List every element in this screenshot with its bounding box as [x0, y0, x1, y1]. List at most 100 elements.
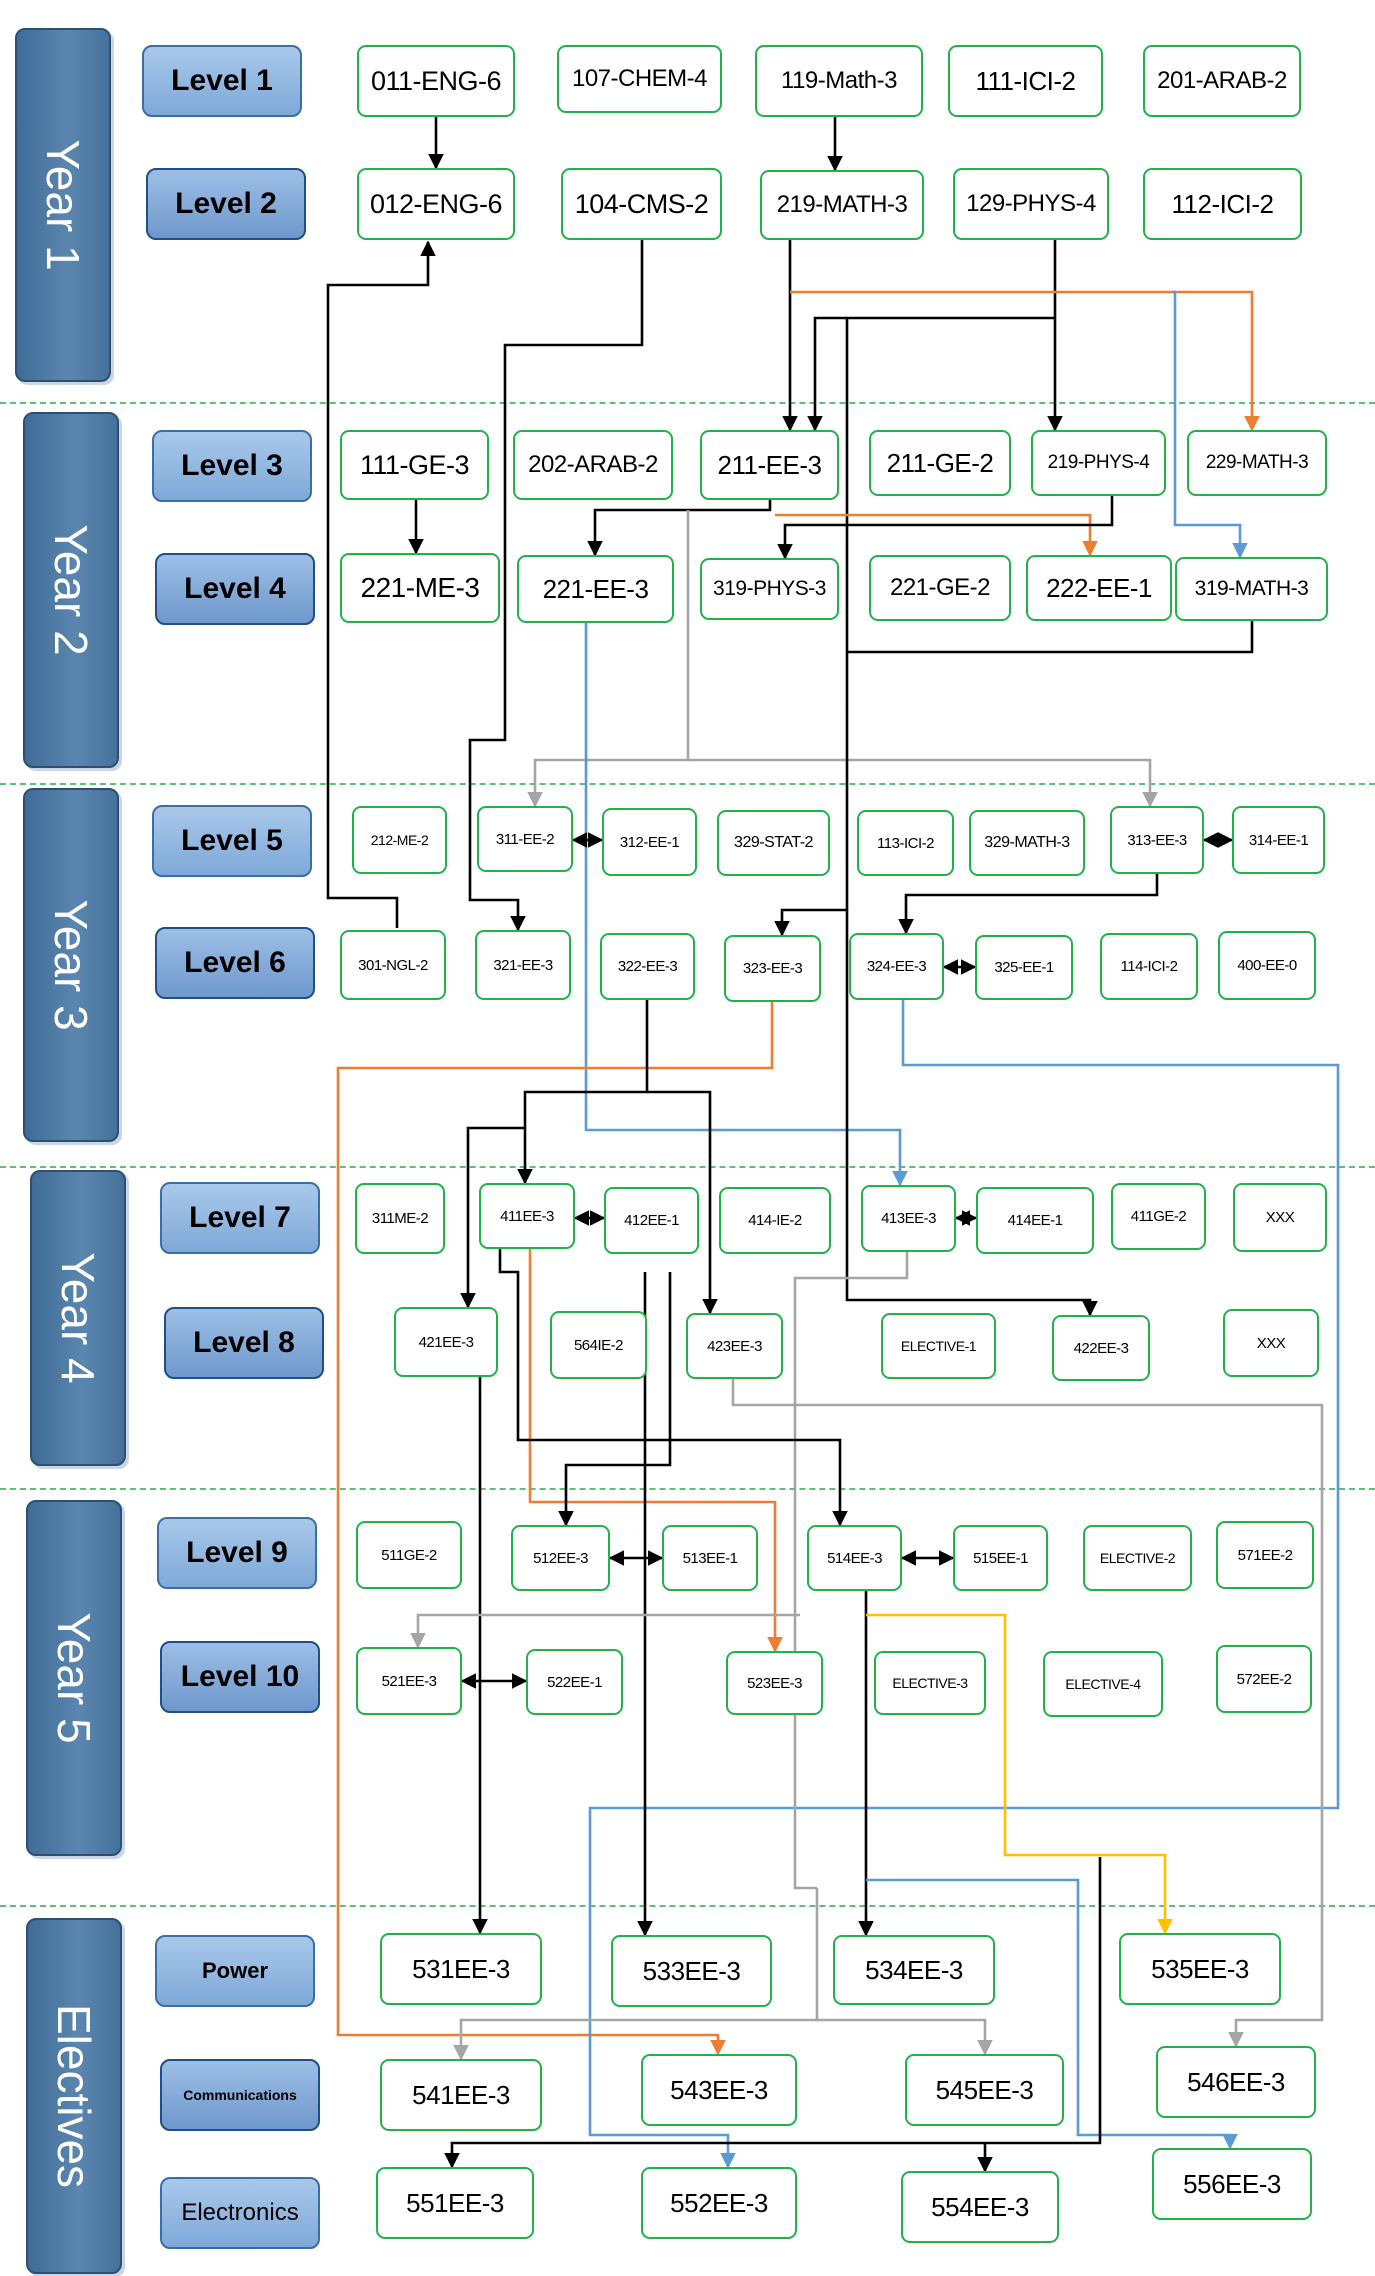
level-label: Electronics	[160, 2177, 320, 2249]
prerequisite-arrow	[444, 1857, 1102, 2169]
course-box: 511GE-2	[356, 1521, 462, 1589]
year-divider	[0, 1905, 1375, 1907]
prerequisite-arrow	[498, 1249, 848, 1527]
course-box: 222-EE-1	[1026, 555, 1172, 621]
course-box: ELECTIVE-4	[1043, 1651, 1163, 1717]
course-box: 212-ME-2	[352, 806, 447, 874]
course-box: 312-EE-1	[602, 808, 697, 876]
course-box: 129-PHYS-4	[953, 168, 1109, 240]
course-box: 114-ICI-2	[1100, 933, 1198, 1000]
prerequisite-arrow	[453, 1888, 819, 2061]
course-box: 211-GE-2	[869, 430, 1011, 496]
course-box: 325-EE-1	[975, 935, 1073, 1000]
prerequisite-arrow	[336, 1002, 774, 2056]
course-box: 211-EE-3	[700, 430, 839, 500]
course-box: 321-EE-3	[475, 930, 571, 1000]
level-label: Level 9	[157, 1517, 317, 1589]
course-box: 319-PHYS-3	[700, 558, 839, 620]
course-box: 311-EE-2	[477, 806, 573, 872]
prerequisite-arrow	[647, 1090, 718, 1315]
course-box: 535EE-3	[1119, 1933, 1281, 2005]
course-box: 414-IE-2	[719, 1187, 831, 1254]
course-box: 011-ENG-6	[357, 45, 515, 117]
course-box: 313-EE-3	[1110, 806, 1204, 874]
prerequisite-arrow	[588, 1000, 1340, 2169]
prerequisite-arrow	[517, 1000, 649, 1185]
level-label: Level 8	[164, 1307, 324, 1379]
electives-band: Electives	[26, 1918, 122, 2274]
course-box: 546EE-3	[1156, 2046, 1316, 2118]
course-box: 221-GE-2	[869, 555, 1011, 621]
course-box: 113-ICI-2	[857, 810, 954, 876]
prerequisite-arrow	[528, 1249, 783, 1653]
prerequisite-arrow	[558, 1272, 672, 1527]
course-box: 323-EE-3	[724, 935, 821, 1002]
level-label: Level 10	[160, 1641, 320, 1713]
year-divider	[0, 1166, 1375, 1168]
course-box: 107-CHEM-4	[557, 45, 722, 113]
year-band-5: Year 5	[26, 1500, 122, 1856]
course-box: XXX	[1223, 1309, 1319, 1377]
year-divider	[0, 1488, 1375, 1490]
prerequisite-arrow	[527, 510, 690, 808]
course-box: 221-EE-3	[517, 555, 674, 623]
prerequisite-arrow	[775, 513, 1098, 557]
course-box: 202-ARAB-2	[513, 430, 673, 500]
course-box: 324-EE-3	[849, 933, 944, 1000]
course-box: 411EE-3	[479, 1183, 575, 1249]
prerequisite-arrow	[1172, 290, 1248, 559]
course-box: XXX	[1233, 1183, 1327, 1252]
level-label: Communications	[160, 2059, 320, 2131]
course-box: 543EE-3	[641, 2054, 797, 2126]
level-label: Power	[155, 1935, 315, 2007]
course-box: ELECTIVE-1	[881, 1313, 996, 1379]
course-box: ELECTIVE-2	[1083, 1525, 1192, 1591]
year-band-2: Year 2	[23, 412, 119, 768]
level-label: Level 7	[160, 1182, 320, 1254]
course-box: 533EE-3	[611, 1935, 772, 2007]
prerequisite-arrow	[845, 316, 1055, 707]
course-box: 314-EE-1	[1232, 806, 1325, 874]
course-box: 572EE-2	[1216, 1645, 1312, 1713]
course-box: 521EE-3	[356, 1647, 462, 1715]
prerequisite-arrow	[688, 758, 1158, 808]
course-box: 556EE-3	[1152, 2148, 1312, 2220]
year-band-1: Year 1	[15, 28, 111, 382]
course-box: 421EE-3	[394, 1307, 498, 1377]
course-box: ELECTIVE-3	[874, 1651, 986, 1715]
prerequisite-arrow	[807, 316, 847, 432]
course-box: 112-ICI-2	[1143, 168, 1302, 240]
course-box: 571EE-2	[1216, 1521, 1314, 1589]
level-label: Level 3	[152, 430, 312, 502]
level-label: Level 6	[155, 927, 315, 999]
course-box: 219-PHYS-4	[1031, 430, 1166, 496]
course-box: 329-STAT-2	[717, 810, 830, 876]
level-label: Level 2	[146, 168, 306, 240]
prerequisite-arrow	[817, 2018, 993, 2056]
course-box: 229-MATH-3	[1187, 430, 1327, 496]
prerequisite-arrow	[326, 240, 436, 928]
course-box: 104-CMS-2	[561, 168, 722, 240]
year-divider	[0, 402, 1375, 404]
course-box: 201-ARAB-2	[1143, 45, 1301, 117]
level-label: Level 4	[155, 553, 315, 625]
prerequisite-arrow	[777, 496, 1114, 560]
course-box: 552EE-3	[641, 2167, 797, 2239]
course-box: 412EE-1	[604, 1187, 699, 1254]
course-box: 513EE-1	[662, 1525, 758, 1591]
prerequisite-arrow	[790, 290, 1260, 432]
course-box: 545EE-3	[905, 2054, 1064, 2126]
course-box: 414EE-1	[976, 1187, 1094, 1254]
year-band-3: Year 3	[23, 788, 119, 1142]
course-box: 221-ME-3	[340, 553, 500, 623]
prerequisite-arrow	[460, 1126, 525, 1309]
course-box: 541EE-3	[380, 2059, 542, 2131]
course-box: 523EE-3	[726, 1651, 823, 1715]
prerequisite-arrow	[584, 623, 908, 1187]
course-box: 319-MATH-3	[1175, 557, 1328, 621]
course-box: 564IE-2	[550, 1311, 647, 1379]
course-box: 311ME-2	[355, 1183, 445, 1254]
prerequisite-arrow	[845, 910, 1098, 1317]
